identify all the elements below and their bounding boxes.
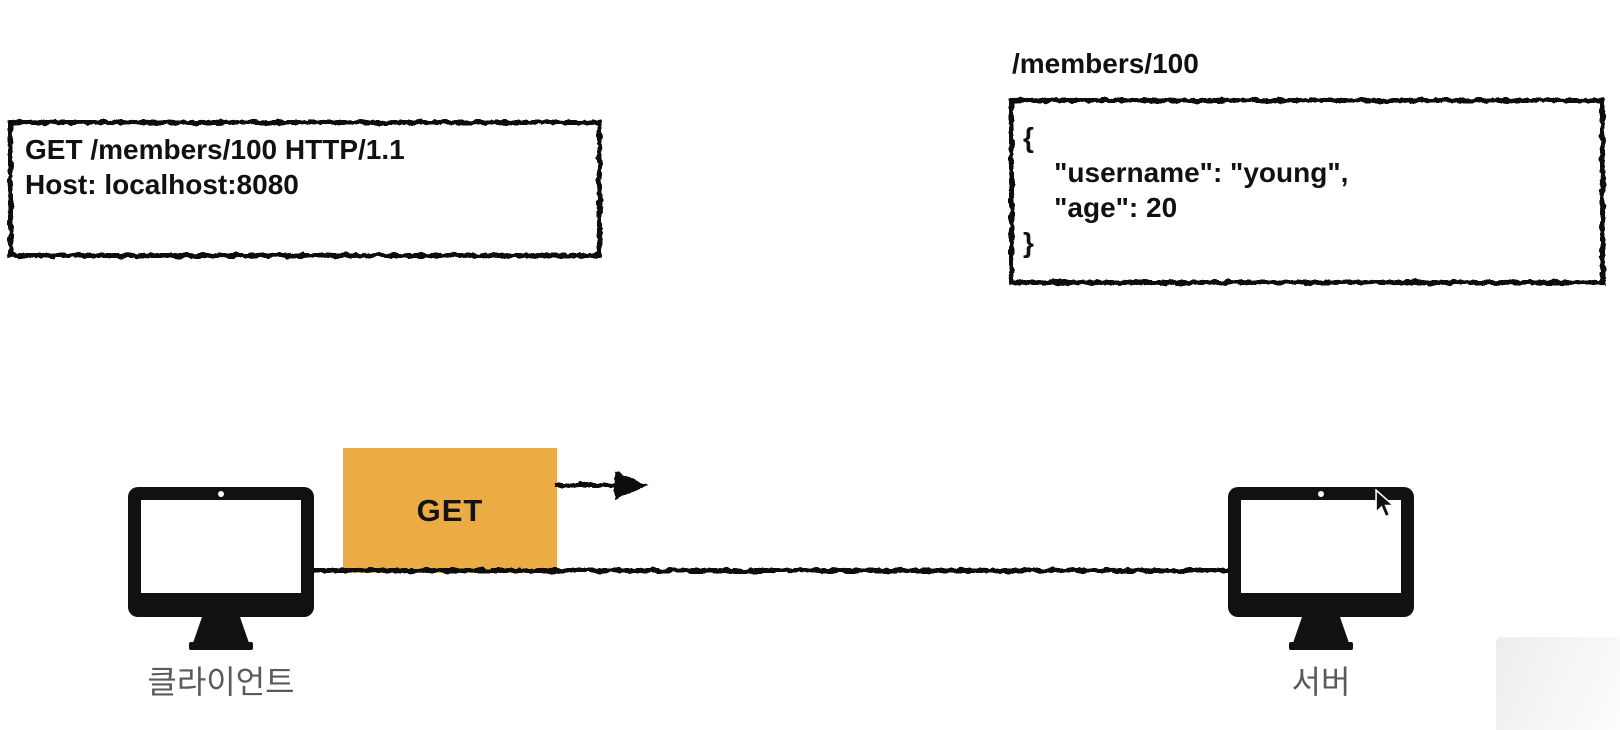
request-host-line: Host: localhost:8080 [25,169,299,200]
server-label: 서버 [1291,664,1351,700]
arrow-right-icon [555,471,649,499]
response-json-line: "age": 20 [1023,192,1178,223]
response-json-line: } [1023,227,1034,258]
response-box-border [1009,98,1605,285]
request-box-border [8,120,602,258]
request-box-content: GET /members/100 HTTP/1.1 Host: localhos… [13,125,597,253]
response-json-line: { [1023,122,1034,153]
corner-fade-overlay [1496,637,1620,730]
client-monitor-icon [128,487,314,650]
get-message-box: GET [343,448,557,573]
get-message-label: GET [416,492,484,528]
http-response-box: { "username": "young", "age": 20 } [1009,98,1605,285]
mouse-cursor-icon [1375,489,1396,518]
request-line: GET /members/100 HTTP/1.1 [25,134,405,165]
response-box-content: { "username": "young", "age": 20 } [1014,103,1600,280]
server-monitor-icon [1228,487,1414,650]
http-request-box: GET /members/100 HTTP/1.1 Host: localhos… [8,120,602,258]
connection-line [313,568,1229,573]
response-json-line: "username": "young", [1023,157,1349,188]
client-label: 클라이언트 [147,664,295,700]
response-path-label: /members/100 [1012,48,1199,79]
